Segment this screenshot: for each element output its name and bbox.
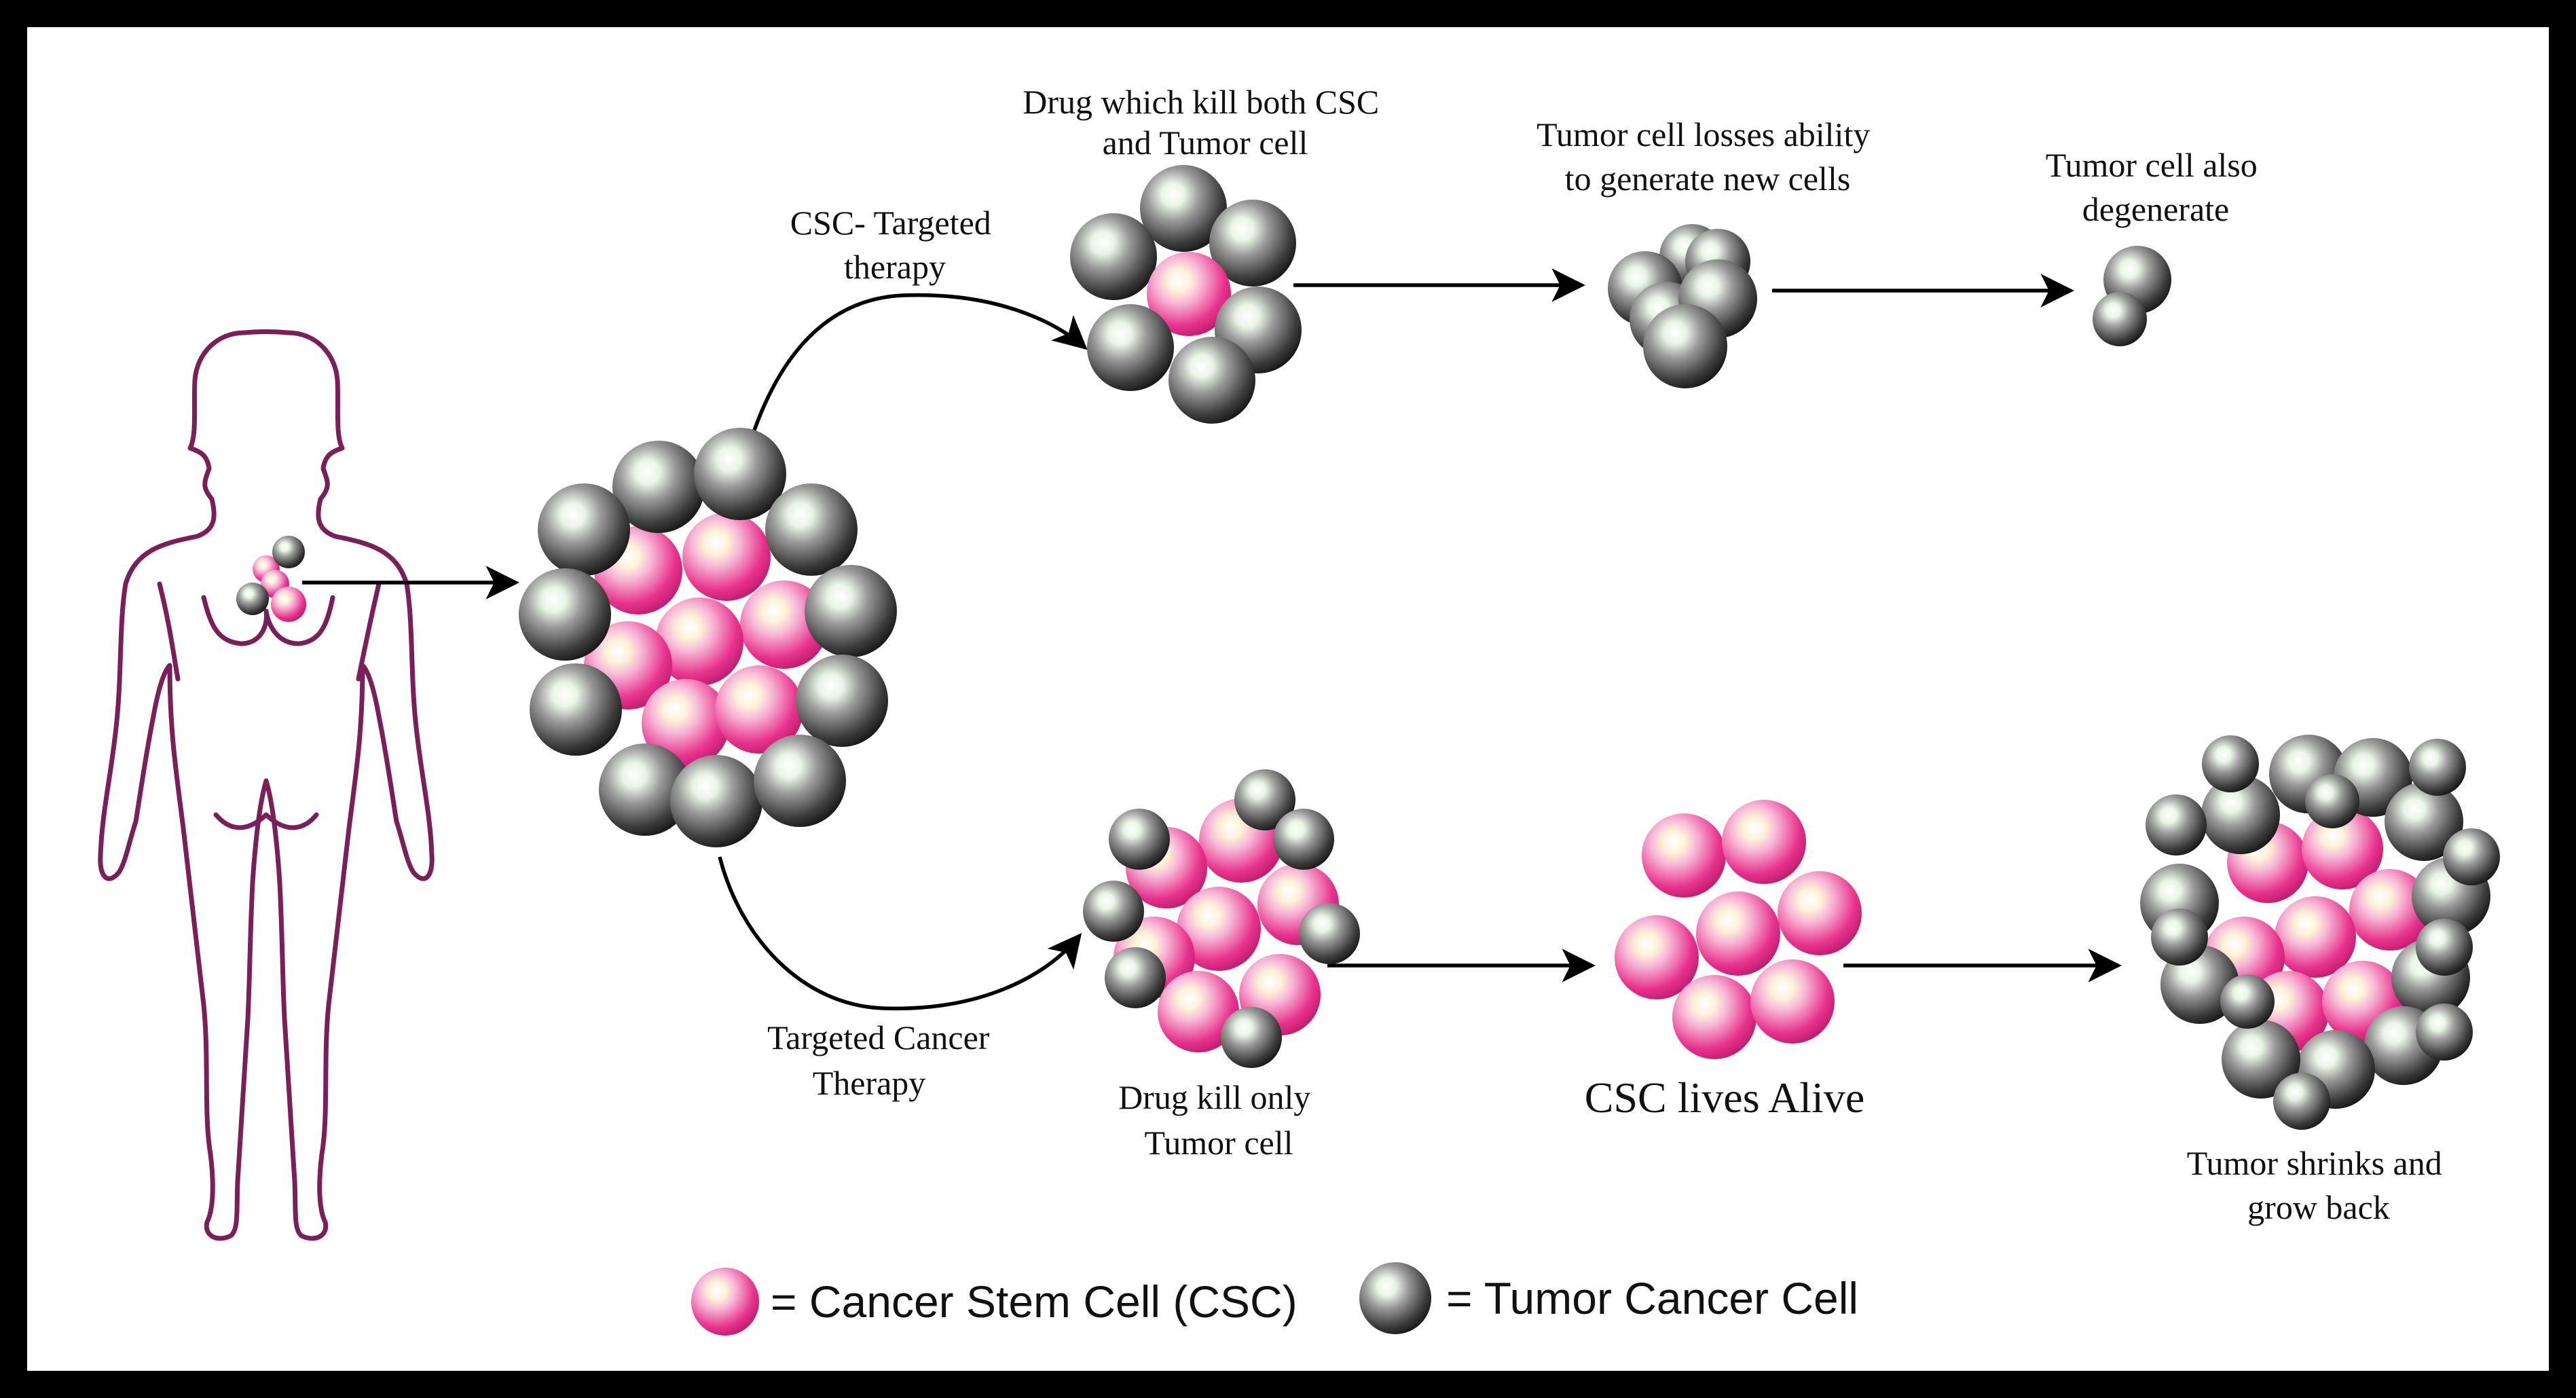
bottom-regrow-csc-cell-icon bbox=[2302, 808, 2383, 889]
top-both-tumor-cell-icon bbox=[1140, 165, 1227, 252]
bottom-regrow-tumor-cell-icon bbox=[2416, 919, 2473, 976]
label-csc-lives-alive: CSC lives Alive bbox=[1585, 1073, 1865, 1122]
cell-clusters bbox=[236, 165, 2500, 1130]
top-both-tumor-cell-icon bbox=[1169, 337, 1255, 424]
body-tumor-tumor-cell-icon bbox=[272, 536, 305, 568]
label-tumor-degenerate: Tumor cell also degenerate bbox=[2046, 146, 2266, 228]
main-tumor-tumor-cell-icon bbox=[538, 483, 630, 576]
bottom-only-csc-cell-icon bbox=[1177, 887, 1261, 971]
label-drug-kill-only: Drug kill only Tumor cell bbox=[1118, 1078, 1319, 1162]
bottom-csc-csc-cell-icon bbox=[1750, 959, 1835, 1044]
main-tumor-tumor-cell-icon bbox=[599, 743, 691, 836]
main-tumor-tumor-cell-icon bbox=[612, 441, 705, 533]
main-tumor-tumor-cell-icon bbox=[694, 428, 786, 520]
legend: = Cancer Stem Cell (CSC) = Tumor Cancer … bbox=[691, 1262, 1858, 1336]
bottom-only-tumor-cell-icon bbox=[1109, 809, 1170, 870]
connectors bbox=[302, 268, 2122, 1011]
bottom-regrow-csc-cell-icon bbox=[2275, 896, 2356, 978]
body-tumor-csc-cell-icon bbox=[271, 587, 306, 622]
bottom-regrow-tumor-cell-icon bbox=[2202, 735, 2259, 792]
bottom-regrow-tumor-cell-icon bbox=[2443, 828, 2500, 885]
main-tumor-tumor-cell-icon bbox=[519, 568, 611, 661]
main-tumor-csc-cell-icon bbox=[642, 679, 730, 767]
bottom-regrow-tumor-cell-icon bbox=[2273, 1073, 2330, 1130]
main-tumor-tumor-cell-icon bbox=[754, 735, 846, 827]
legend-csc-swatch-icon bbox=[691, 1268, 759, 1336]
top-both-tumor-cell-icon bbox=[1087, 304, 1174, 391]
top-loses-tumor-cell-icon bbox=[1643, 304, 1727, 388]
bottom-regrow-tumor-cell-icon bbox=[2416, 1004, 2473, 1061]
main-tumor-tumor-cell-icon bbox=[530, 663, 622, 756]
arrow-targeted-cancer-curve bbox=[718, 856, 1082, 1011]
top-both-csc-cell-icon bbox=[1147, 252, 1231, 336]
bottom-only-tumor-cell-icon bbox=[1273, 809, 1334, 870]
bottom-regrow-tumor-cell-icon bbox=[2409, 739, 2466, 796]
legend-tumor-swatch-icon bbox=[1359, 1262, 1431, 1334]
bottom-only-tumor-cell-icon bbox=[1105, 947, 1166, 1008]
bottom-csc-csc-cell-icon bbox=[1672, 975, 1756, 1059]
bottom-csc-csc-cell-icon bbox=[1642, 813, 1726, 898]
main-tumor-csc-cell-icon bbox=[682, 513, 771, 601]
bottom-regrow-tumor-cell-icon bbox=[2385, 782, 2463, 861]
legend-tumor-label: = Tumor Cancer Cell bbox=[1446, 1273, 1858, 1323]
bottom-csc-csc-cell-icon bbox=[1722, 800, 1806, 884]
main-tumor-tumor-cell-icon bbox=[805, 565, 897, 657]
main-tumor-csc-cell-icon bbox=[715, 665, 803, 754]
top-both-tumor-cell-icon bbox=[1209, 200, 1296, 287]
label-targeted-cancer-therapy: Targeted Cancer Therapy bbox=[767, 1018, 998, 1102]
main-tumor-tumor-cell-icon bbox=[796, 655, 888, 747]
arrow-csc-targeted-curve bbox=[750, 293, 1088, 437]
legend-csc-label: = Cancer Stem Cell (CSC) bbox=[771, 1276, 1298, 1327]
body-tumor-tumor-cell-icon bbox=[236, 583, 269, 615]
human-body-icon bbox=[98, 329, 435, 1241]
bottom-only-tumor-cell-icon bbox=[1221, 1007, 1282, 1068]
main-tumor-csc-cell-icon bbox=[655, 597, 743, 686]
bottom-only-tumor-cell-icon bbox=[1299, 903, 1360, 964]
label-tumor-loses-ability: Tumor cell losses ability to generate ne… bbox=[1537, 115, 1879, 198]
bottom-csc-csc-cell-icon bbox=[1615, 915, 1699, 999]
bottom-only-csc-cell-icon bbox=[1158, 971, 1239, 1052]
bottom-regrow-csc-cell-icon bbox=[2349, 869, 2431, 951]
bottom-only-tumor-cell-icon bbox=[1083, 881, 1144, 942]
bottom-regrow-tumor-cell-icon bbox=[2146, 794, 2207, 856]
bottom-only-tumor-cell-icon bbox=[1234, 769, 1295, 830]
labels: Drug which kill both CSC and Tumor cell … bbox=[767, 83, 2450, 1226]
bottom-regrow-tumor-cell-icon bbox=[2222, 1020, 2300, 1099]
main-tumor-tumor-cell-icon bbox=[670, 755, 762, 847]
bottom-regrow-tumor-cell-icon bbox=[2220, 974, 2275, 1029]
top-both-tumor-cell-icon bbox=[1070, 213, 1157, 300]
label-tumor-shrinks: Tumor shrinks and grow back bbox=[2187, 1144, 2450, 1226]
bottom-csc-csc-cell-icon bbox=[1778, 871, 1862, 955]
bottom-regrow-tumor-cell-icon bbox=[2151, 908, 2208, 965]
top-degenerate-tumor-cell-icon bbox=[2093, 292, 2147, 346]
bottom-regrow-tumor-cell-icon bbox=[2305, 774, 2359, 828]
label-csc-targeted-therapy: CSC- Targeted therapy bbox=[790, 204, 1000, 286]
bottom-regrow-tumor-cell-icon bbox=[2201, 775, 2280, 854]
bottom-csc-csc-cell-icon bbox=[1696, 891, 1780, 976]
label-drug-kill-both: Drug which kill both CSC and Tumor cell bbox=[1023, 83, 1388, 162]
main-tumor-tumor-cell-icon bbox=[765, 483, 858, 576]
